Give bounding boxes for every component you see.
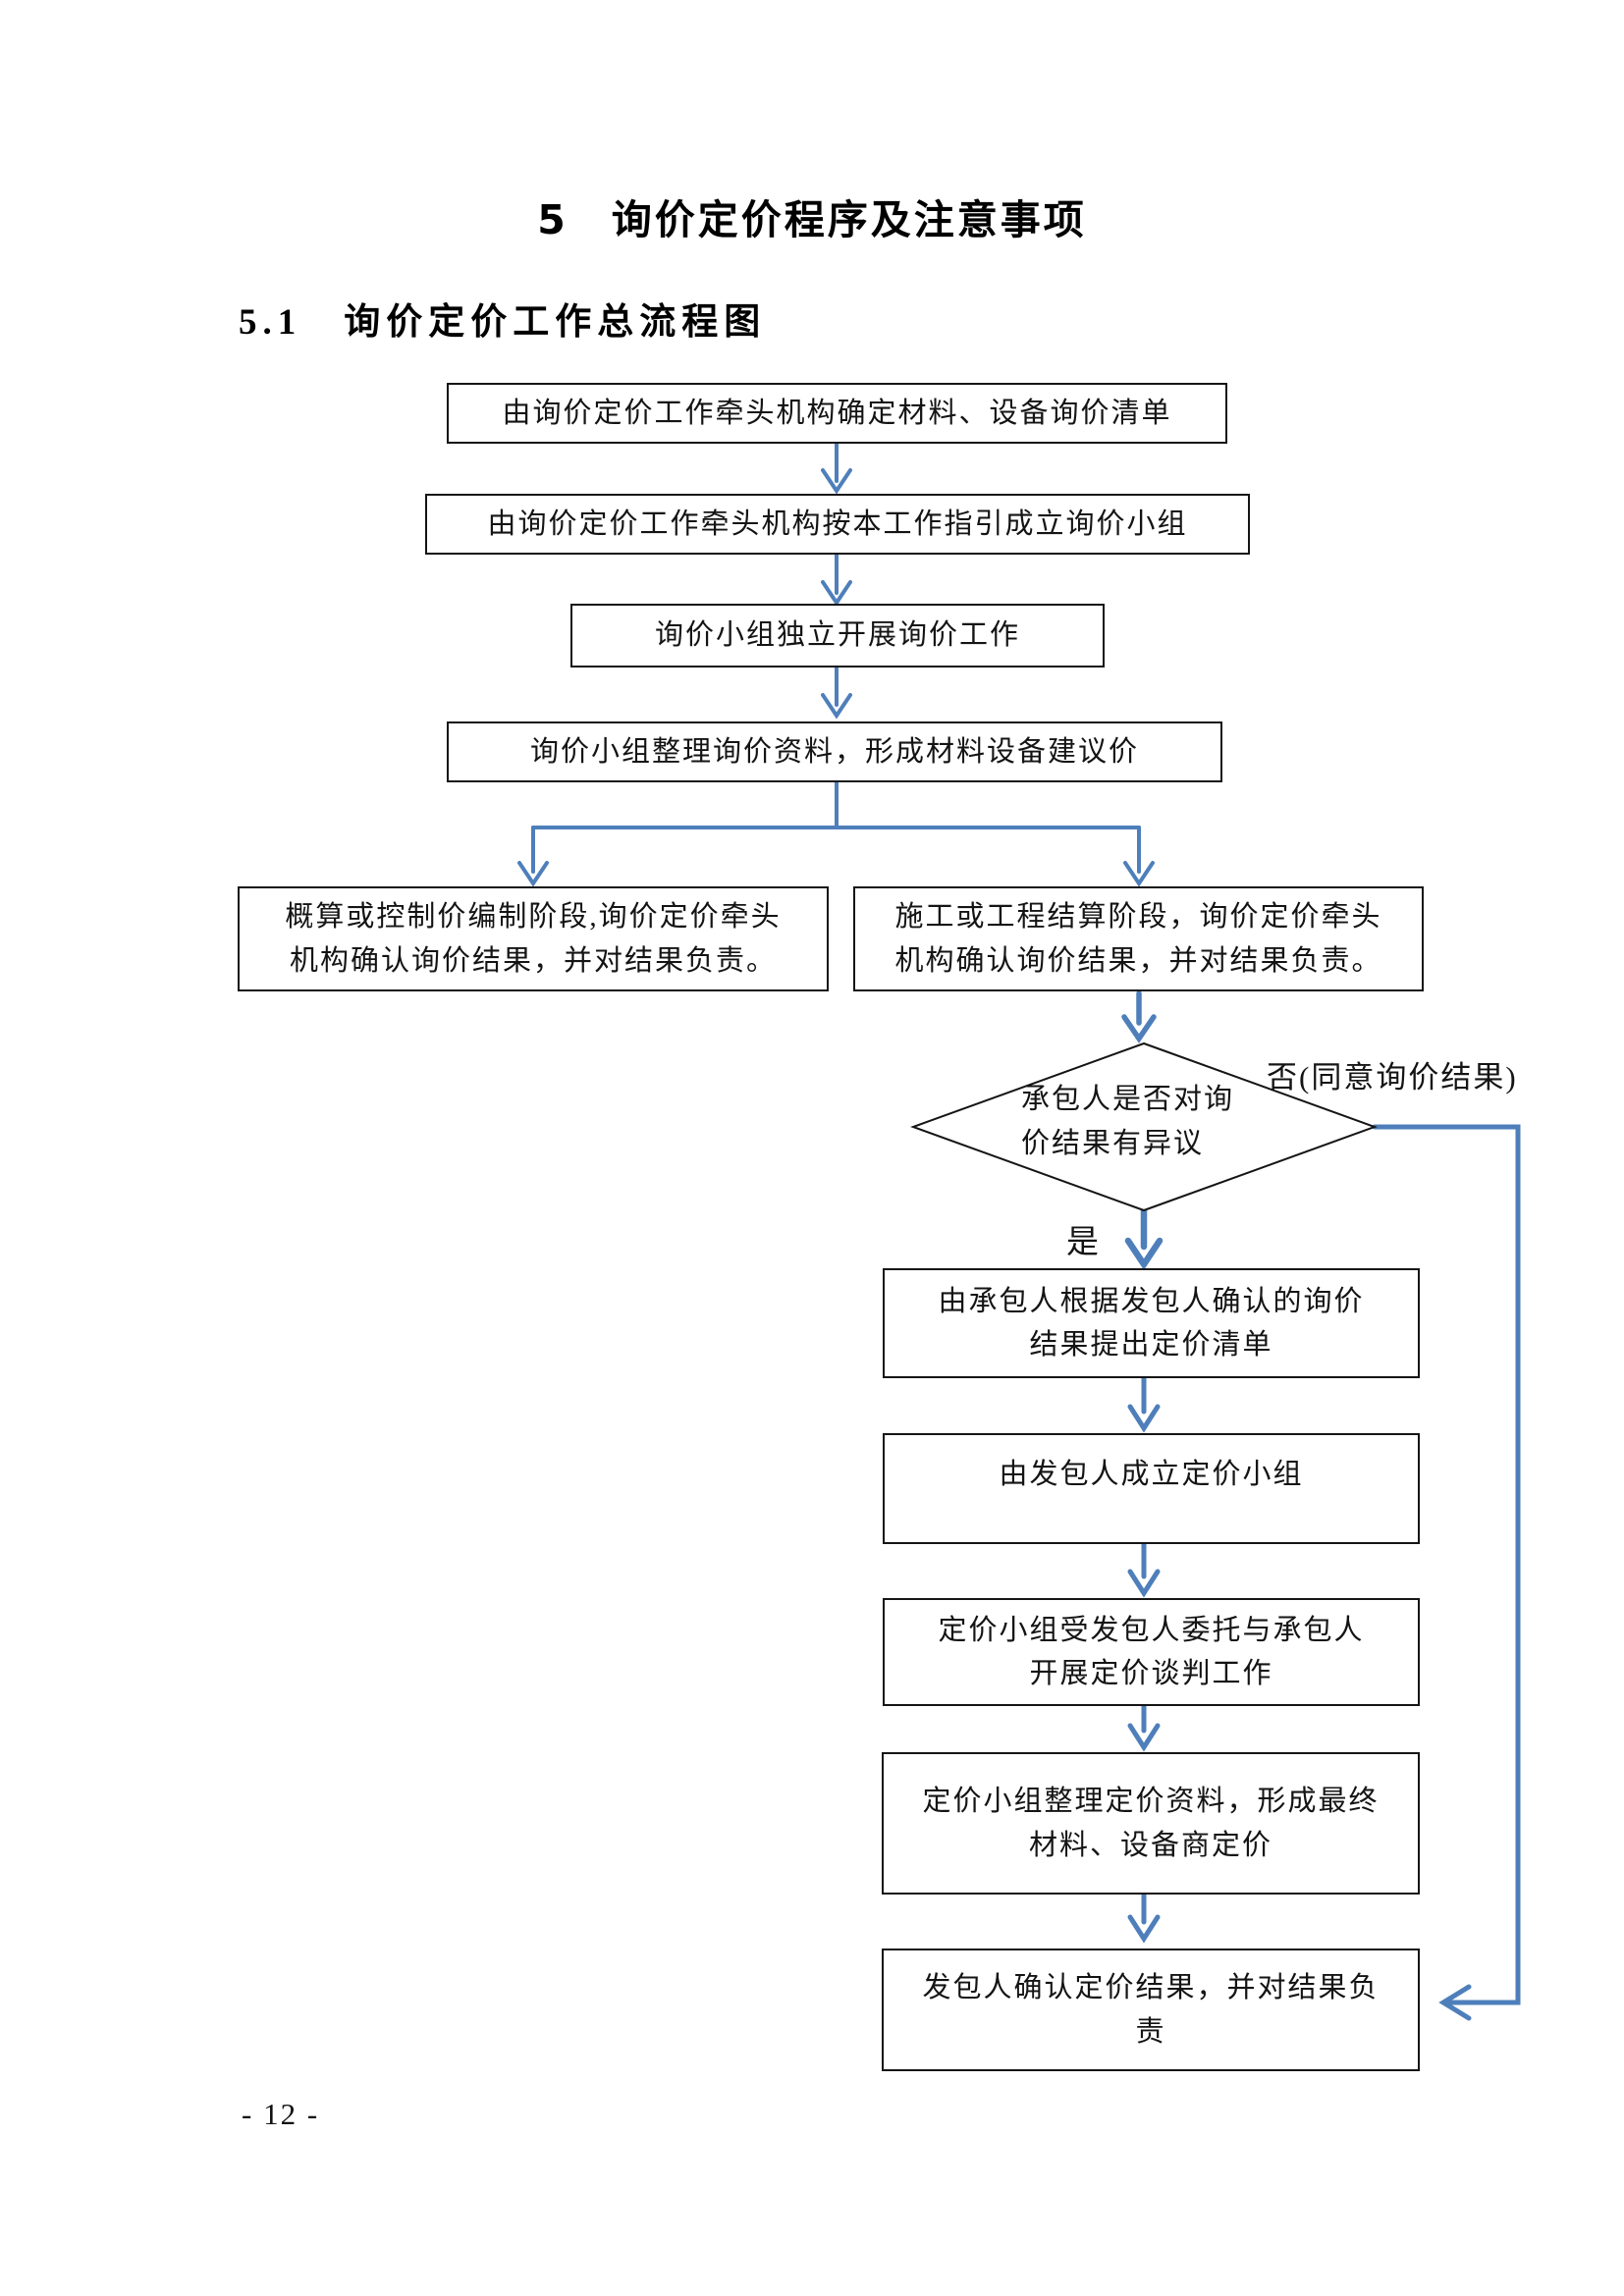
- node-form-pricing-team: 由发包人成立定价小组: [883, 1433, 1420, 1544]
- node-compile-inquiry-data: 询价小组整理询价资料，形成材料设备建议价: [447, 721, 1222, 782]
- arrow-determine-to-team: [821, 442, 852, 495]
- node-determine-inquiry-list: 由询价定价工作牵头机构确定材料、设备询价清单: [447, 383, 1227, 444]
- page-title: 5 询价定价程序及注意事项: [537, 196, 1087, 243]
- node-pricing-negotiation: 定价小组受发包人委托与承包人开展定价谈判工作: [883, 1598, 1420, 1706]
- arrow-negotiation-to-compile: [1127, 1703, 1161, 1752]
- section-heading: 5.1 询价定价工作总流程图: [239, 302, 767, 343]
- split-connector: [517, 780, 1155, 887]
- node-estimate-stage: 概算或控制价编制阶段,询价定价牵头机构确认询价结果，并对结果负责。: [238, 886, 829, 991]
- node-settlement-stage: 施工或工程结算阶段，询价定价牵头机构确认询价结果，并对结果负责。: [853, 886, 1424, 991]
- decision-diamond-label: 承包人是否对询价结果有异议: [1021, 1084, 1235, 1159]
- arrow-settlement-to-decision: [1121, 990, 1157, 1043]
- node-propose-pricing-list: 由承包人根据发包人确认的询价结果提出定价清单: [883, 1268, 1420, 1378]
- node-form-inquiry-team: 由询价定价工作牵头机构按本工作指引成立询价小组: [425, 494, 1250, 555]
- arrow-propose-to-team: [1127, 1375, 1161, 1433]
- arrow-conduct-to-compile: [821, 666, 852, 720]
- arrow-decision-yes: [1124, 1206, 1164, 1270]
- yes-branch-label: 是: [1066, 1225, 1099, 1260]
- arrow-team-to-negotiation: [1127, 1541, 1161, 1598]
- node-conduct-inquiry: 询价小组独立开展询价工作: [570, 604, 1105, 667]
- no-branch-label: 否(同意询价结果): [1267, 1060, 1518, 1095]
- page-number: - 12 -: [242, 2097, 320, 2131]
- arrow-team-to-conduct: [821, 553, 852, 607]
- node-confirm-pricing: 发包人确认定价结果，并对结果负责: [882, 1949, 1420, 2071]
- node-compile-pricing-data: 定价小组整理定价资料，形成最终材料、设备商定价: [882, 1752, 1420, 1895]
- arrow-compile-to-confirm: [1127, 1892, 1161, 1944]
